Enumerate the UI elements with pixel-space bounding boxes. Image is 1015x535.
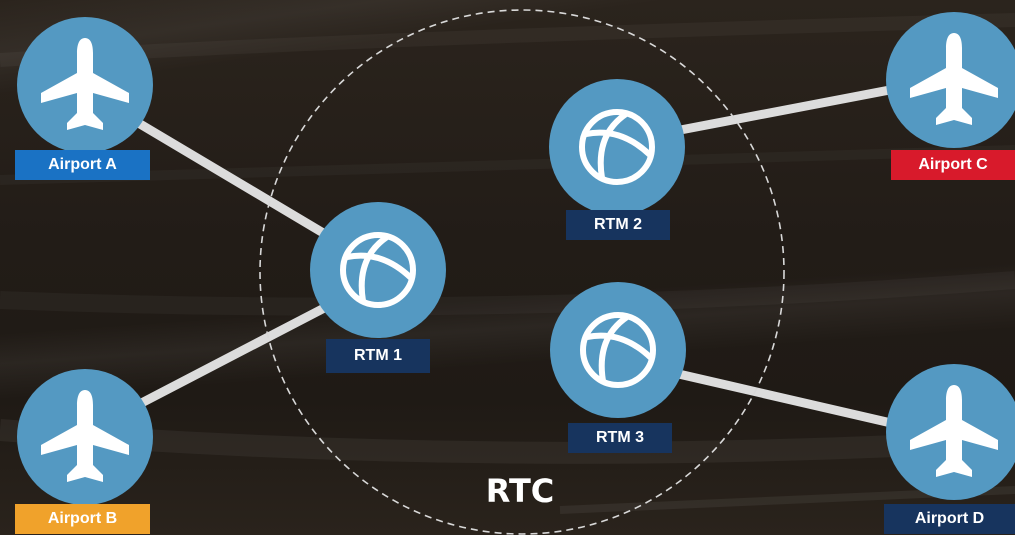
rtm-3-node[interactable] [550, 282, 686, 418]
rtm-2-label: RTM 2 [566, 210, 670, 240]
rtm-3-label: RTM 3 [568, 423, 672, 453]
globe-icon [579, 109, 655, 185]
rtc-boundary [259, 9, 785, 535]
airplane-icon [910, 33, 998, 125]
link-airport-b-rtm-1 [123, 300, 335, 415]
airport-b-label: Airport B [15, 504, 150, 534]
airport-c-node[interactable] [886, 12, 1015, 148]
rtc-label: RTC [485, 472, 555, 510]
airport-a-label: Airport A [15, 150, 150, 180]
airport-a-node[interactable] [17, 17, 153, 153]
link-airport-a-rtm-1 [125, 113, 340, 245]
airport-c-label: Airport C [891, 150, 1015, 180]
airport-d-node[interactable] [886, 364, 1015, 500]
link-airport-d-rtm-3 [665, 367, 905, 430]
globe-icon [340, 232, 416, 308]
link-airport-c-rtm-2 [665, 83, 905, 137]
rtm-2-node[interactable] [549, 79, 685, 215]
airplane-icon [41, 38, 129, 130]
airplane-icon [910, 385, 998, 477]
rtm-1-label: RTM 1 [326, 339, 430, 373]
airport-d-label: Airport D [884, 504, 1015, 534]
globe-icon [580, 312, 656, 388]
airport-b-node[interactable] [17, 369, 153, 505]
airplane-icon [41, 390, 129, 482]
rtm-1-node[interactable] [310, 202, 446, 338]
